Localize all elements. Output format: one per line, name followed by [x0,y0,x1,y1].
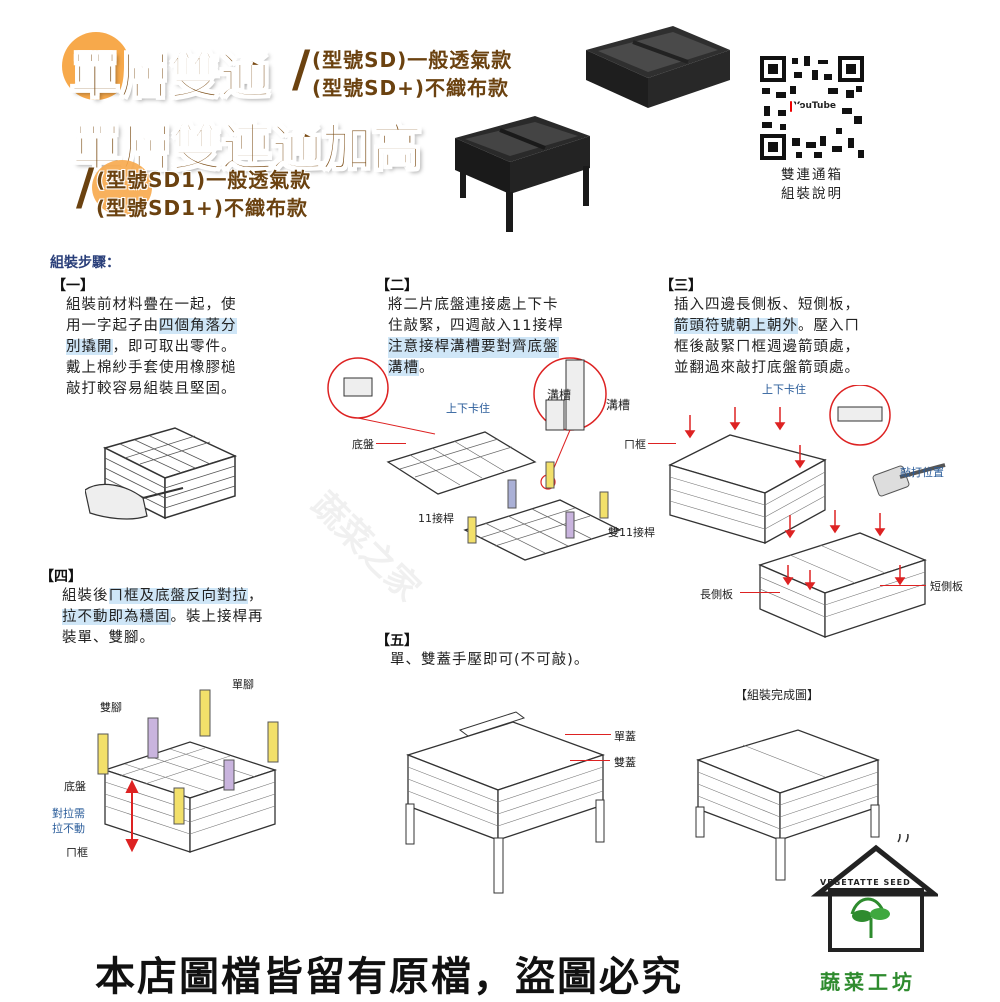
step-5-text: 單、雙蓋手壓即可(不可敲)。 [390,652,590,668]
step-5-head: 【五】 [376,633,418,649]
step-3-head: 【三】 [660,278,702,294]
label-base-4: 底盤 [64,780,86,793]
label-updown-lock-2: 上下卡住 [446,402,490,415]
label-hit-position: 敲打位置 [900,466,944,479]
step-4-legs-illustration [97,689,279,853]
label-groove-1: 溝槽 [547,388,572,402]
vegetable-workshop-logo [810,834,938,952]
model-sd1-plus-line: (型號SD1+)不織布款 [96,196,308,220]
label-double-leg: 雙腳 [100,701,122,714]
step-2-text: 將二片底盤連接處上下卡 住敲緊，四週敲入11接桿 注意接桿溝槽要對齊底盤 溝槽。 [388,297,564,376]
label-single-leg: 單腳 [232,678,254,691]
title-highlight-blob [62,32,130,100]
product-photo-raised-box [455,116,590,232]
title-slash-1: / [292,40,311,98]
step-1-text: 組裝前材料疊在一起，使 用一字起子由四個角落分 別撬開，即可取出零件。 戴上棉紗… [66,297,237,397]
assembly-steps-title: 組裝步驟： [50,255,120,271]
subtitle-highlight-blob [92,160,152,215]
label-11-rod: 11接桿 [418,512,454,525]
youtube-badge: YouTube [790,98,836,114]
model-sd-line: (型號SD)一般透氣款 [312,48,513,72]
title-slash-2: / [76,158,95,216]
label-updown-lock-3: 上下卡住 [762,383,806,396]
label-groove-2: 溝槽 [606,398,631,412]
copyright-notice: 本店圖檔皆留有原檔，盜圖必究 [95,954,683,1000]
youtube-qr-code[interactable]: YouTube [758,54,866,162]
step-5-lids-illustration [405,711,605,894]
qr-caption-line2: 組裝說明 [781,186,843,202]
step-3-text: 插入四邊長側板、短側板， 箭頭符號朝上朝外。壓入ㄇ 框後敲緊ㄇ框週邊箭頭處， 並… [674,297,860,376]
logo-arc-text: VEGETATTE SEED [820,878,911,887]
model-sd1-line: (型號SD1)一般透氣款 [96,168,312,192]
step-2-base-joining-illustration [327,357,622,561]
label-short-panel: 短側板 [930,580,963,593]
step-4-head: 【四】 [40,569,82,585]
product-photo-low-box [586,26,730,108]
label-double-lid: 雙蓋 [614,756,636,769]
model-sd-plus-line: (型號SD+)不織布款 [312,76,510,100]
logo-name: 蔬菜工坊 [820,970,916,994]
step-5: 【五】 單、雙蓋手壓即可(不可敲)。 [376,630,636,671]
label-pull-test: 對拉需 拉不動 [52,807,85,835]
completed-assembly-illustration [695,729,880,881]
qr-caption: 雙連通箱 組裝說明 [772,166,852,204]
step-2: 【二】 將二片底盤連接處上下卡 住敲緊，四週敲入11接桿 注意接桿溝槽要對齊底盤… [376,275,606,379]
step-3: 【三】 插入四邊長側板、短側板， 箭頭符號朝上朝外。壓入ㄇ 框後敲緊ㄇ框週邊箭頭… [660,275,900,379]
step-1-head: 【一】 [52,278,94,294]
label-single-lid: 單蓋 [614,730,636,743]
step-4: 【四】 組裝後ㄇ框及底盤反向對拉， 拉不動即為穩固。裝上接桿再 裝單、雙腳。 [40,566,300,649]
step-4-text: 組裝後ㄇ框及底盤反向對拉， 拉不動即為穩固。裝上接桿再 裝單、雙腳。 [62,588,264,646]
label-u-frame-4: ㄇ框 [66,846,88,859]
title-single-double: 單層雙通 [69,46,271,106]
youtube-play-icon [790,100,802,112]
qr-code-icon [758,54,866,162]
step-1-stacked-trays-illustration [85,427,238,520]
qr-caption-line1: 雙連通箱 [781,167,843,183]
step-3-panel-insertion-illustration [668,385,946,638]
label-long-panel: 長側板 [700,588,733,601]
step-2-head: 【二】 [376,278,418,294]
label-base-2: 底盤 [352,438,374,451]
step-1: 【一】 組裝前材料疊在一起，使 用一字起子由四個角落分 別撬開，即可取出零件。 … [52,275,282,400]
label-u-frame-3: ㄇ框 [624,438,646,451]
completed-title: 【組裝完成圖】 [735,688,820,702]
label-double-11-rod: 雙11接桿 [608,526,655,539]
